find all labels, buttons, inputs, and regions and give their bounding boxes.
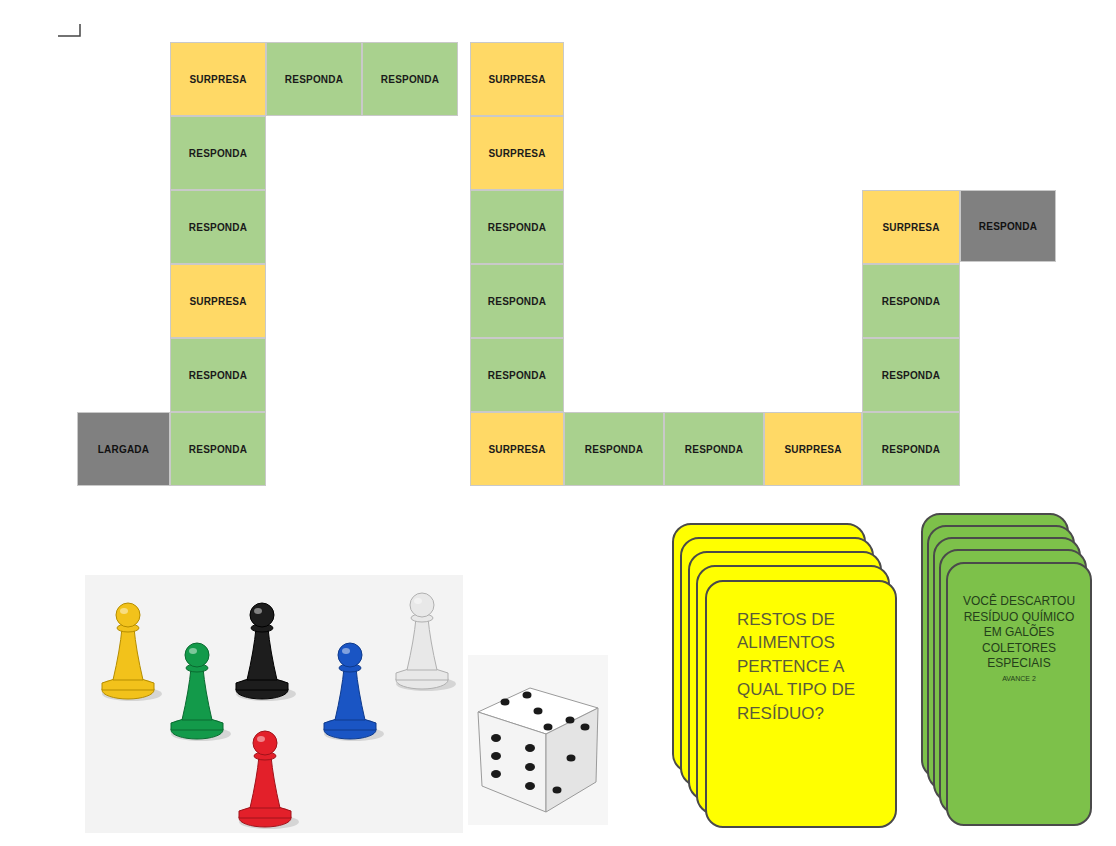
board-cell: RESPONDA — [266, 42, 362, 116]
board-cell: SURPRESA — [470, 116, 564, 190]
cell-text: VOCÊ DESCARTOU RESÍDUO QUÍMICO EM GALÕES… — [958, 594, 1080, 672]
board-cell: SURPRESA — [470, 412, 564, 486]
board-cell: RESPONDA — [470, 264, 564, 338]
board-cell: LARGADA — [77, 412, 170, 486]
cell-text: RESPONDA — [488, 222, 546, 233]
pawn — [102, 603, 162, 701]
board-cell: RESPONDA — [170, 116, 266, 190]
cell-text: SURPRESA — [784, 444, 841, 455]
cell-text: SURPRESA — [488, 444, 545, 455]
cell-text: SURPRESA — [189, 296, 246, 307]
card-note: AVANCE 2 — [958, 674, 1080, 683]
corner-mark — [58, 24, 80, 36]
cell-text: SURPRESA — [488, 74, 545, 85]
cell-text: LARGADA — [98, 444, 149, 455]
cell-text: RESPONDA — [585, 444, 643, 455]
board-cell: SURPRESA — [170, 264, 266, 338]
cell-text: RESPONDA — [189, 222, 247, 233]
pawn — [239, 731, 299, 829]
cell-text: RESPONDA — [979, 221, 1037, 232]
game-card: RESTOS DE ALIMENTOS PERTENCE A QUAL TIPO… — [705, 580, 897, 828]
cell-text: RESPONDA — [189, 148, 247, 159]
board-cell: SURPRESA — [170, 42, 266, 116]
cell-text: RESPONDA — [488, 370, 546, 381]
game-card: VOCÊ DESCARTOU RESÍDUO QUÍMICO EM GALÕES… — [946, 562, 1092, 826]
cell-text: RESPONDA — [685, 444, 743, 455]
board-cell: RESPONDA — [564, 412, 664, 486]
cell-text: RESPONDA — [882, 370, 940, 381]
cell-text: RESPONDA — [381, 74, 439, 85]
board-cell: SURPRESA — [764, 412, 862, 486]
cell-text: RESPONDA — [189, 370, 247, 381]
cell-text: SURPRESA — [488, 148, 545, 159]
cell-text: RESTOS DE ALIMENTOS PERTENCE A QUAL TIPO… — [737, 608, 877, 725]
board-cell: RESPONDA — [862, 264, 960, 338]
cell-text: RESPONDA — [882, 444, 940, 455]
board-cell: RESPONDA — [664, 412, 764, 486]
cell-text: RESPONDA — [285, 74, 343, 85]
board-cell: SURPRESA — [862, 190, 960, 264]
board-cell: RESPONDA — [470, 338, 564, 412]
board-cell: RESPONDA — [862, 338, 960, 412]
cell-text: SURPRESA — [882, 222, 939, 233]
cell-text: RESPONDA — [882, 296, 940, 307]
pawn — [236, 603, 296, 701]
pawn — [396, 593, 456, 691]
board-cell: RESPONDA — [470, 190, 564, 264]
pawn-photo — [85, 575, 463, 833]
cell-text: SURPRESA — [189, 74, 246, 85]
board-cell: RESPONDA — [362, 42, 458, 116]
pawn — [324, 643, 384, 741]
pawn — [171, 643, 231, 741]
dice-photo — [468, 655, 608, 825]
board-cell: RESPONDA — [170, 412, 266, 486]
board-cell: RESPONDA — [862, 412, 960, 486]
board-cell: SURPRESA — [470, 42, 564, 116]
board-cell: RESPONDA — [170, 190, 266, 264]
die — [478, 688, 598, 812]
cell-text: RESPONDA — [488, 296, 546, 307]
board-cell: RESPONDA — [170, 338, 266, 412]
board-cell: RESPONDA — [960, 190, 1056, 262]
cell-text: RESPONDA — [189, 444, 247, 455]
